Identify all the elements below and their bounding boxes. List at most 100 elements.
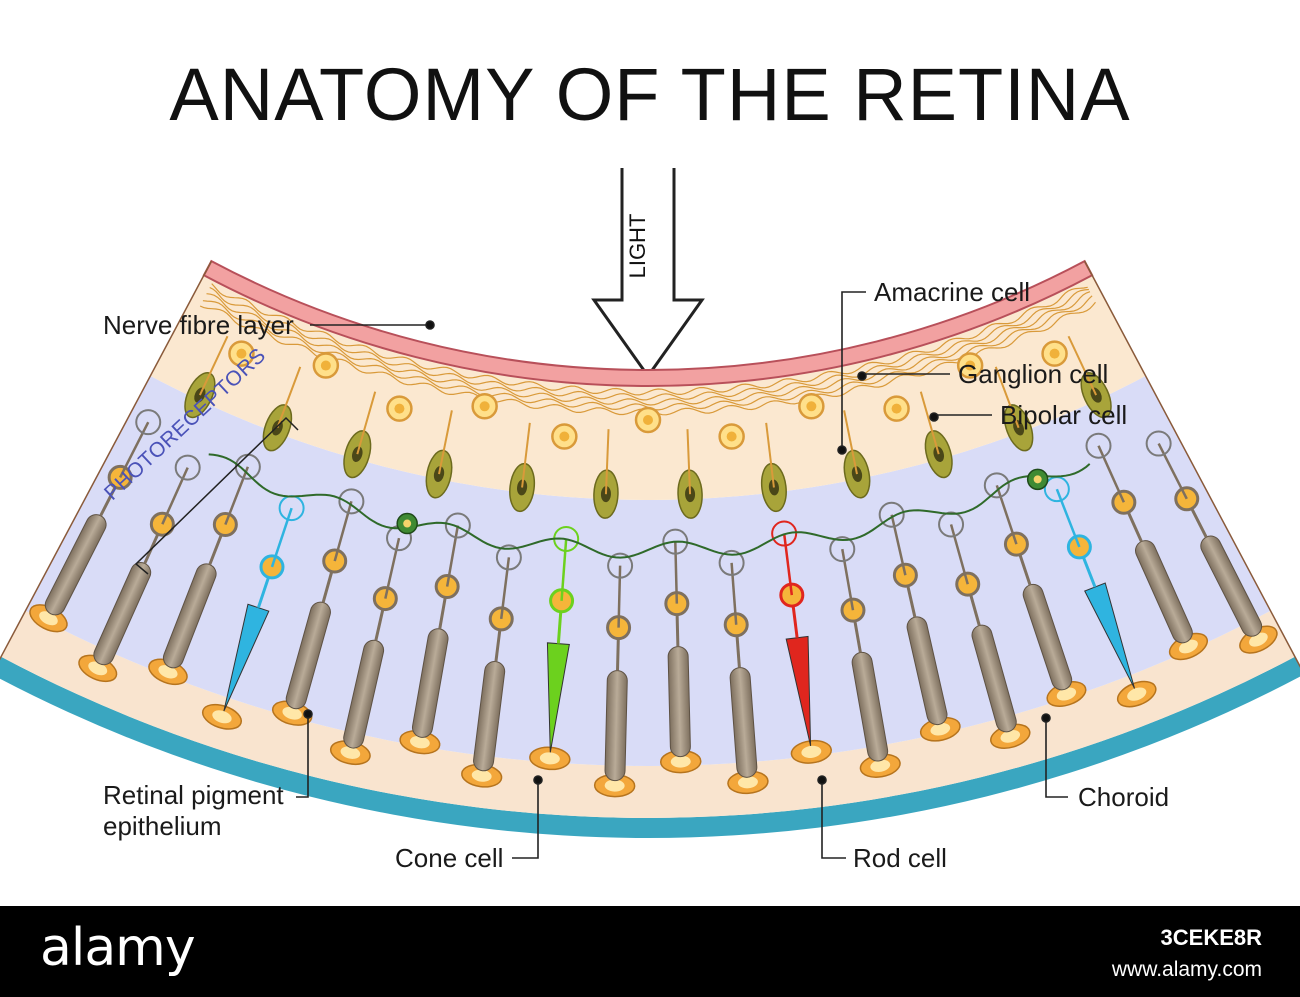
- photoreceptor-axon: [270, 507, 293, 568]
- photoreceptor-axon: [782, 533, 794, 596]
- horizontal-cell-nucleus: [1033, 475, 1042, 484]
- synaptic-terminal: [495, 544, 522, 571]
- synaptic-terminal: [771, 520, 798, 547]
- synaptic-terminal: [1085, 432, 1112, 459]
- page-title: ANATOMY OF THE RETINA: [169, 53, 1131, 136]
- ganglion-cell-nucleus: [479, 401, 490, 412]
- bipolar-dot: [929, 412, 939, 422]
- photoreceptor-axon: [445, 525, 460, 587]
- amacrine-dot: [837, 445, 847, 455]
- cone-outer-segment: [223, 603, 270, 712]
- nerve-fibre-strand: [211, 283, 1088, 396]
- photoreceptor-axon: [119, 421, 150, 478]
- bipolar-dendrite: [521, 422, 531, 488]
- pigment-cell-nucleus: [930, 723, 951, 736]
- ganglion-cell-nucleus: [1049, 348, 1060, 359]
- photoreceptor-axon: [161, 467, 189, 525]
- stock-url: www.alamy.com: [1111, 958, 1262, 981]
- bipolar-dendrite: [198, 335, 229, 396]
- pigment-cell-nucleus: [282, 706, 302, 720]
- pigment-cell-nucleus: [1000, 729, 1021, 743]
- retinal-pigment-label-line1: Retinal pigment: [103, 780, 284, 810]
- rpe-dot: [303, 709, 313, 719]
- ganglion-cell-nucleus: [965, 360, 976, 371]
- photoreceptor-axon: [841, 548, 855, 611]
- retina-diagram: [0, 168, 1300, 859]
- nerve-fibre-strand: [209, 286, 1089, 401]
- photoreceptor-axon: [560, 538, 568, 601]
- pigment-cell-nucleus: [158, 665, 178, 679]
- pigment-cell-nucleus: [471, 769, 492, 782]
- pigment-epithelium-layer: [1, 610, 1295, 818]
- ganglion-layer: [150, 275, 1146, 501]
- ganglion-cell-nucleus: [891, 403, 902, 414]
- amacrine-cell-label: Amacrine cell: [874, 277, 1031, 307]
- synaptic-terminal: [174, 454, 201, 481]
- photoreceptor-axon: [995, 484, 1018, 545]
- stock-footer: [0, 906, 1300, 997]
- photoreceptor-axon: [333, 500, 353, 562]
- pigment-cell-nucleus: [737, 776, 758, 789]
- bipolar-dendrite: [438, 410, 453, 475]
- synaptic-terminal: [878, 501, 905, 528]
- pigment-cell-nucleus: [539, 752, 560, 765]
- bipolar-dendrite: [994, 366, 1020, 429]
- ganglion-cell-nucleus: [320, 360, 331, 371]
- synaptic-terminal: [1145, 430, 1172, 457]
- photoreceptor-layer: [25, 375, 1271, 766]
- choroid-label: Choroid: [1078, 782, 1170, 812]
- rod-leader: [821, 782, 846, 859]
- retinal-pigment-label-line2: epithelium: [103, 811, 222, 841]
- light-label: LIGHT: [625, 213, 650, 279]
- photoreceptor-axon: [617, 565, 622, 628]
- section-edge-left: [0, 260, 213, 661]
- photoreceptor-axon: [384, 537, 401, 599]
- stock-id: 3CEKE8R: [1160, 925, 1262, 950]
- bipolar-dendrite: [765, 422, 775, 488]
- photoreceptors-bracket: [134, 416, 299, 575]
- ganglion-dot: [857, 371, 867, 381]
- retinal-pigment-label: Retinal pigment epithelium: [103, 780, 284, 842]
- pigment-cell-nucleus: [1127, 687, 1147, 701]
- horizontal-cell-process: [208, 453, 1091, 559]
- synaptic-terminal: [829, 536, 856, 563]
- synaptic-terminal: [938, 511, 965, 538]
- synaptic-terminal: [607, 552, 634, 579]
- ganglion-cell-nucleus: [806, 401, 817, 412]
- bipolar-cell-label: Bipolar cell: [1000, 400, 1128, 430]
- bipolar-dendrite: [843, 410, 858, 475]
- pigment-cell-nucleus: [1056, 687, 1077, 701]
- ganglion-cell-nucleus: [559, 431, 570, 442]
- leader-lines: [296, 291, 1068, 859]
- pigment-cell-nucleus: [340, 746, 361, 759]
- choroid-layer: [0, 656, 1300, 838]
- rod-outer-segment: [604, 670, 628, 782]
- bipolar-dendrite: [356, 391, 377, 455]
- amacrine-leader: [841, 291, 866, 448]
- ganglion-cell-nucleus: [394, 403, 405, 414]
- photoreceptor-axon: [224, 466, 250, 526]
- alamy-logo: alamy: [40, 918, 196, 978]
- retina-cells: [0, 260, 1300, 798]
- photoreceptor-axon: [499, 557, 511, 620]
- nerve-fibre-layer-label: Nerve fibre layer: [103, 310, 294, 340]
- choroid-leader: [1045, 720, 1068, 798]
- ganglion-cell-nucleus: [236, 348, 247, 359]
- rpe-leader: [296, 716, 309, 798]
- ganglion-cell-nucleus: [643, 415, 653, 425]
- choroid-dot: [1041, 713, 1051, 723]
- synaptic-terminal: [444, 512, 471, 539]
- photoreceptor-axon: [1055, 488, 1081, 548]
- synaptic-terminal: [135, 409, 162, 436]
- photoreceptor-axon: [1157, 442, 1188, 500]
- photoreceptor-axon: [674, 541, 679, 604]
- photoreceptor-axon: [949, 524, 969, 585]
- pigment-cell-nucleus: [409, 736, 430, 749]
- synaptic-terminal: [338, 488, 365, 515]
- cone-leader: [512, 782, 539, 859]
- nerve-fibre-strand: [206, 291, 1091, 406]
- bipolar-dendrite: [919, 391, 940, 455]
- cone-dot: [533, 775, 543, 785]
- pigment-cell-nucleus: [801, 745, 822, 758]
- ganglion-cell-nucleus: [726, 431, 737, 442]
